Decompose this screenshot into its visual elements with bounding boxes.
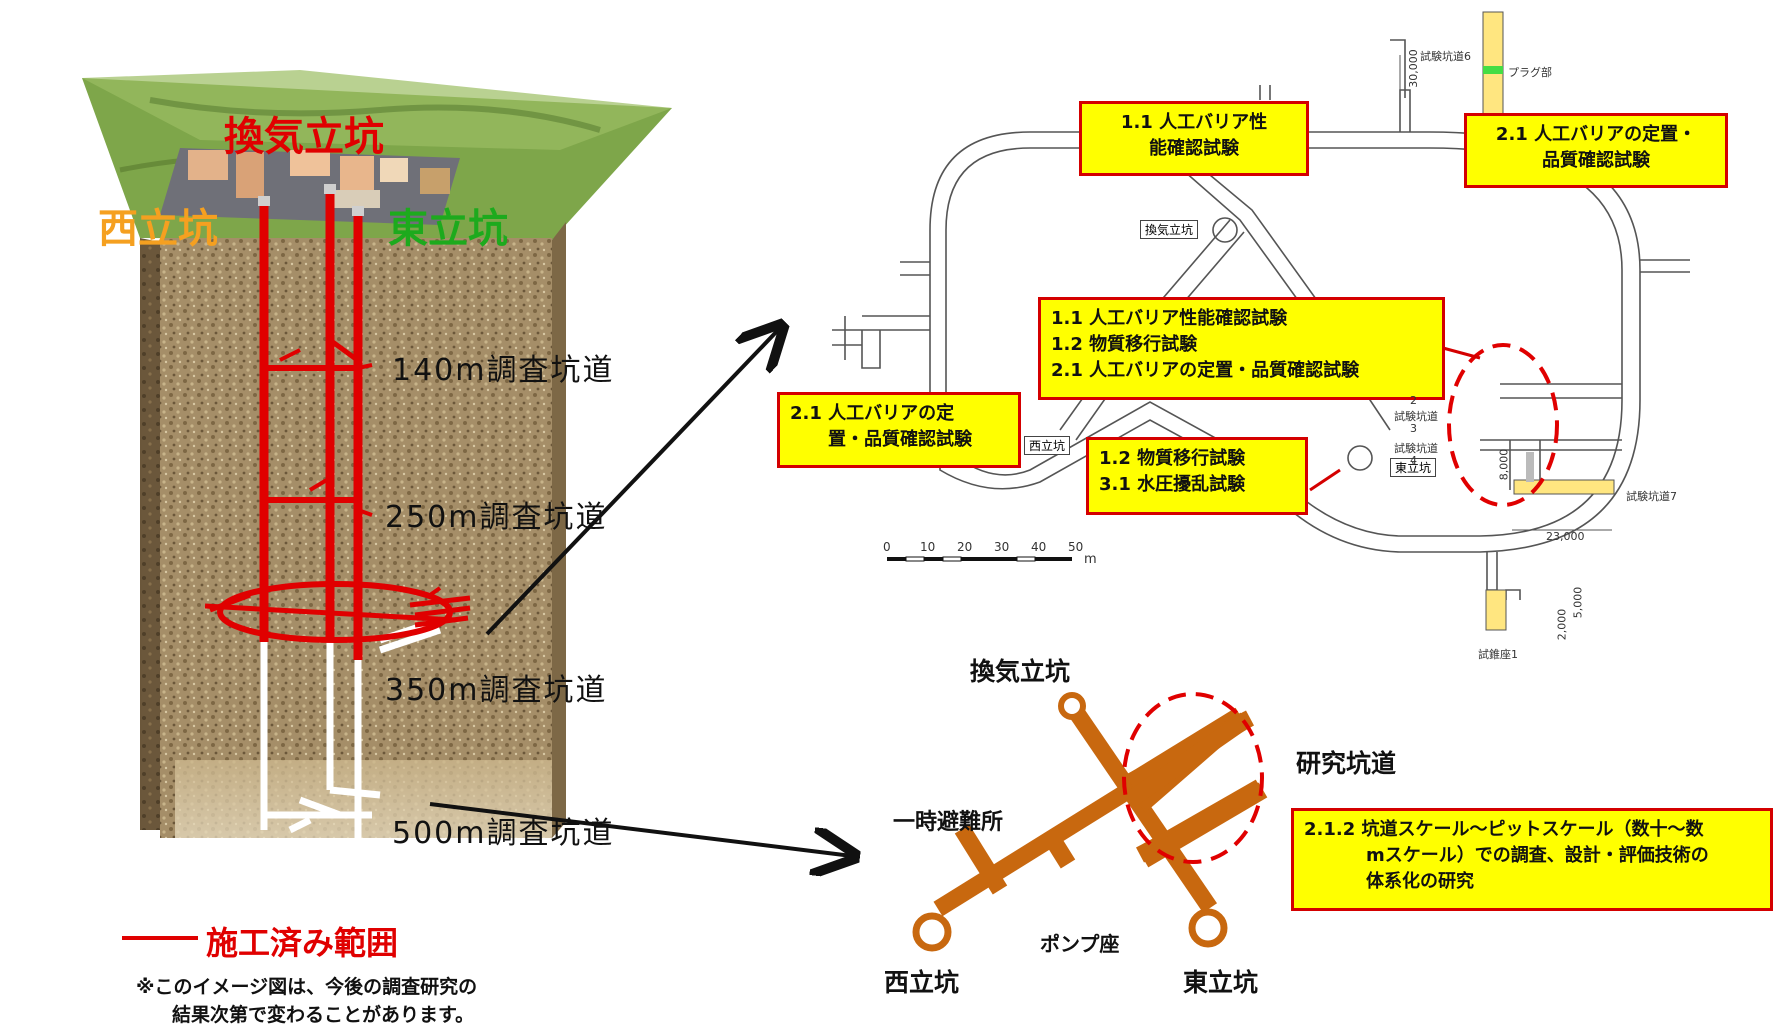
highlight-ellipse-350 — [1447, 343, 1559, 507]
west-shaft-label: 西立坑 — [98, 206, 218, 252]
scale-tick-40: 40 — [1031, 540, 1047, 554]
box-multi-test: 1.1 人工バリア性能確認試験 1.2 物質移行試験 2.1 人工バリアの定置・… — [1038, 297, 1445, 400]
plug-label: プラグ部 — [1508, 66, 1552, 79]
box-2-1-left: 2.1 人工バリアの定 置・品質確認試験 — [777, 392, 1021, 468]
box-1-1-upper: 1.1 人工バリア性 能確認試験 — [1079, 101, 1309, 176]
plan350-east-label: 東立坑 — [1390, 458, 1437, 477]
box-2-1-2: 2.1.2 坑道スケール～ピットスケール（数十～数 mスケール）での調査、設計・… — [1291, 808, 1773, 911]
arrow-to-500-plan — [429, 802, 852, 856]
level-250: 250m調査坑道 — [385, 500, 608, 535]
schematic-research-label: 研究坑道 — [1296, 749, 1397, 778]
plan350-west-label: 西立坑 — [1024, 436, 1071, 455]
box-1-2-3-1: 1.2 物質移行試験 3.1 水圧擾乱試験 — [1086, 437, 1308, 515]
highlight-ellipse-500 — [1122, 692, 1264, 864]
schematic-west-label: 西立坑 — [884, 968, 960, 997]
schematic-pump-label: ポンプ座 — [1040, 932, 1120, 956]
test-tunnel-6-label: 試験坑道6 — [1420, 50, 1471, 63]
schematic-refuge-label: 一時避難所 — [893, 810, 1004, 835]
level-140: 140m調査坑道 — [392, 353, 615, 388]
test-tunnel-a-label: 試験坑道 — [1394, 410, 1438, 423]
scale-tick-10: 10 — [920, 540, 936, 554]
pit-1-label: 試錐座1 — [1478, 648, 1518, 661]
schematic-east-label: 東立坑 — [1183, 968, 1259, 997]
level-350: 350m調査坑道 — [385, 673, 608, 708]
scale-tick-0: 0 — [883, 540, 891, 554]
plan350-ventilation-label: 換気立坑 — [1140, 220, 1199, 239]
test-tunnel-b-label: 試験坑道 — [1394, 442, 1438, 455]
constructed-tunnels — [204, 190, 471, 660]
legend-constructed: 施工済み範囲 — [206, 924, 399, 962]
scale-tick-30: 30 — [994, 540, 1010, 554]
test-2-label: 2 — [1410, 394, 1417, 407]
dim-23000: 23,000 — [1546, 530, 1585, 543]
note-line-1: ※このイメージ図は、今後の調査研究の — [136, 976, 478, 998]
test-tunnel-7-label: 試験坑道7 — [1626, 490, 1677, 503]
planned-tunnels — [260, 616, 442, 850]
box-2-1-upper: 2.1 人工バリアの定置・ 品質確認試験 — [1464, 113, 1728, 188]
schematic-ventilation-label: 換気立坑 — [970, 657, 1071, 686]
test-4-label: 4 — [1410, 454, 1417, 467]
scale-tick-20: 20 — [957, 540, 973, 554]
scale-unit: m — [1084, 552, 1097, 567]
scale-tick-50: 50 — [1068, 540, 1084, 554]
arrow-to-350-plan — [485, 328, 780, 636]
scale-bar — [887, 556, 1072, 562]
test-3-label: 3 — [1410, 422, 1417, 435]
note-line-2: 結果次第で変わることがあります。 — [172, 1004, 475, 1026]
ventilation-shaft-label: 換気立坑 — [224, 114, 384, 160]
east-shaft-label: 東立坑 — [388, 206, 508, 252]
underground-model — [82, 70, 672, 940]
